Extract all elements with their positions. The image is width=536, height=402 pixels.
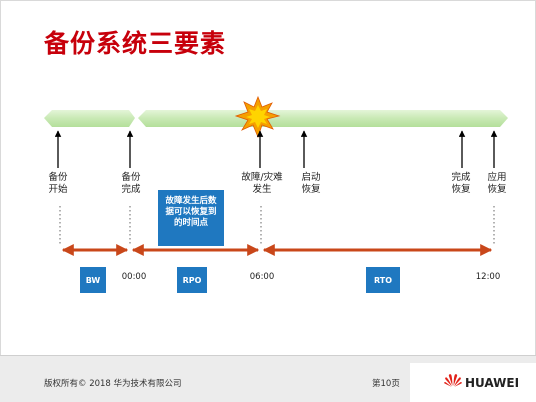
- bw-box: BW: [80, 267, 106, 293]
- label-backup-start: 备份 开始: [48, 172, 68, 195]
- recovery-ribbon: [138, 110, 508, 127]
- huawei-brand-text: HUAWEI: [465, 376, 520, 390]
- page-number: 第10页: [372, 379, 400, 389]
- label-disaster: 故障/灾难 发生: [241, 172, 283, 195]
- time-label-0000: 00:00: [121, 272, 147, 282]
- logo-area: [410, 363, 536, 402]
- time-label-0600: 06:00: [249, 272, 275, 282]
- rto-box: RTO: [366, 267, 400, 293]
- label-app-recovery: 应用 恢复: [487, 172, 507, 195]
- copyright-text: 版权所有© 2018 华为技术有限公司: [44, 379, 182, 389]
- label-recovery-done: 完成 恢复: [451, 172, 471, 195]
- rpo-callout: 故障发生后数 据可以恢复到 的时间点: [158, 190, 224, 246]
- explosion-burst-icon: [234, 95, 281, 139]
- huawei-logo-icon: [444, 374, 462, 387]
- rpo-box: RPO: [177, 267, 207, 293]
- label-recovery-start: 启动 恢复: [301, 172, 321, 195]
- label-backup-done: 备份 完成: [121, 172, 141, 195]
- time-label-1200: 12:00: [475, 272, 501, 282]
- backup-ribbon: [44, 110, 135, 127]
- footer-divider: [0, 355, 536, 356]
- slide-title: 备份系统三要素: [44, 29, 227, 58]
